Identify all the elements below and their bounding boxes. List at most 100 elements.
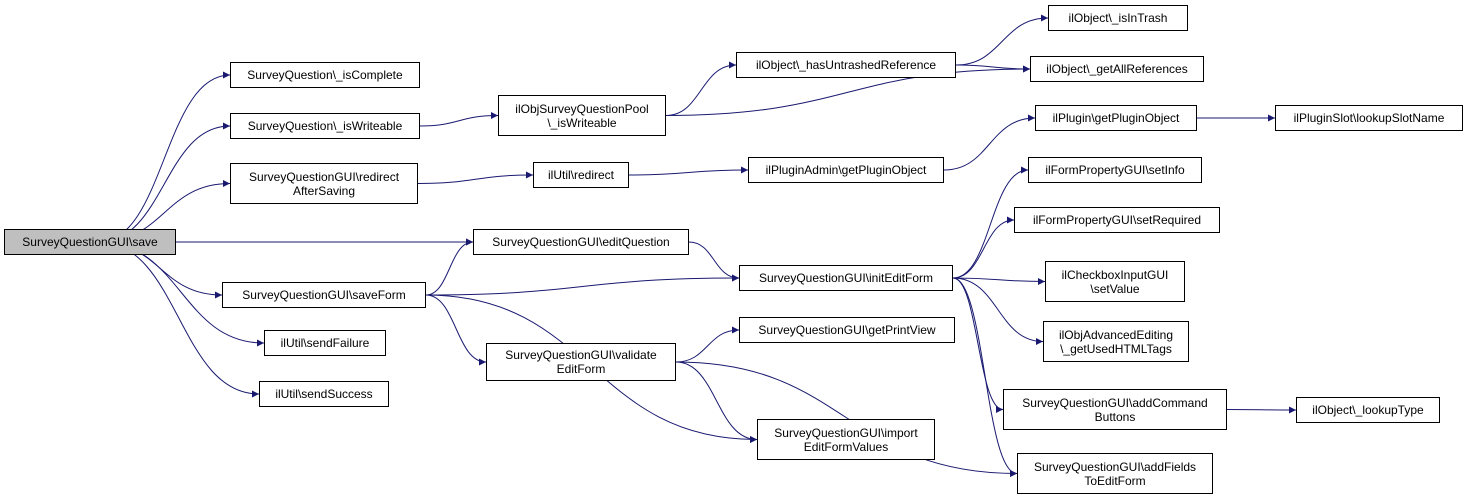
node-label-line: SurveyQuestionGUI\editQuestion <box>492 235 670 249</box>
node-label-line: AfterSaving <box>292 183 356 198</box>
node-label-line: EditFormValues <box>803 439 889 454</box>
node-label-line: ToEditForm <box>1084 473 1146 488</box>
node-label: SurveyQuestionGUI\saveForm <box>242 288 405 302</box>
node-label-line: ilObject\_isInTrash <box>1068 11 1168 25</box>
edge-initEditForm-to-usedHtmlTags <box>952 277 1044 345</box>
node-surveyquestiongui-saveform[interactable]: SurveyQuestionGUI\saveForm <box>222 282 426 308</box>
node-label-line: SurveyQuestion\_isComplete <box>247 68 403 82</box>
edge-saveForm-to-editQuestion <box>425 238 474 296</box>
edge-poolIsWriteable-to-hasUntrashed <box>665 61 737 116</box>
edge-poolIsWriteable-to-getAllRefs <box>665 65 1031 116</box>
node-label-line: SurveyQuestionGUI\import <box>774 425 918 440</box>
edge-redirectAfterSaving-to-redirect <box>417 171 534 184</box>
edge-save-to-isComplete <box>98 71 231 243</box>
node-label-line: ilUtil\sendSuccess <box>275 387 373 401</box>
node-label: SurveyQuestionGUI\getPrintView <box>758 323 935 337</box>
edge-redirect-to-pluginAdminGet <box>628 166 749 176</box>
edge-initEditForm-to-setInfo <box>952 166 1029 279</box>
edge-hasUntrashed-to-isInTrash <box>955 14 1049 66</box>
node-label-line: \_isWriteable <box>547 115 617 130</box>
node-label-line: EditForm <box>556 362 606 376</box>
edge-isWriteable-to-poolIsWriteable <box>419 112 499 127</box>
node-label-line: ilObjSurveyQuestionPool <box>515 101 649 116</box>
node-ilformpropertygui-setrequired[interactable]: ilFormPropertyGUI\setRequired <box>1014 207 1220 233</box>
node-label: ilObject\_hasUntrashedReference <box>756 58 936 72</box>
node-label: ilPlugin\getPluginObject <box>1053 111 1180 125</box>
edge-saveForm-to-initEditForm <box>425 274 740 296</box>
node-label-line: ilUtil\redirect <box>547 168 614 182</box>
node-label-line: ilObject\_lookupType <box>1312 403 1424 417</box>
node-ilobject-lookuptype[interactable]: ilObject\_lookupType <box>1296 397 1440 423</box>
node-label: SurveyQuestion\_isWriteable <box>248 119 403 133</box>
node-label: ilUtil\sendFailure <box>281 336 370 350</box>
edge-initEditForm-to-setRequired <box>952 216 1015 279</box>
edge-validateEditForm-to-addFields <box>675 361 1018 477</box>
node-label-line: \_getUsedHTMLTags <box>1060 341 1172 356</box>
node-ilpluginslot-lookupslotname[interactable]: ilPluginSlot\lookupSlotName <box>1275 105 1463 131</box>
node-ilobject-hasuntrashedreference[interactable]: ilObject\_hasUntrashedReference <box>736 52 956 78</box>
node-ilformpropertygui-setinfo[interactable]: ilFormPropertyGUI\setInfo <box>1028 157 1202 183</box>
edge-validateEditForm-to-importEditForm <box>675 361 758 443</box>
node-label: ilObject\_getAllReferences <box>1046 62 1187 76</box>
node-label-line: ilUtil\sendFailure <box>280 336 370 350</box>
node-label: SurveyQuestionGUI\editQuestion <box>492 235 669 249</box>
node-ilobjsurveyquestionpool-iswriteable[interactable]: ilObjSurveyQuestionPool\_isWriteable <box>498 95 666 136</box>
node-label: SurveyQuestionGUI\save <box>22 235 157 249</box>
node-surveyquestiongui-save[interactable]: SurveyQuestionGUI\save <box>4 229 176 255</box>
node-ilutil-sendsuccess[interactable]: ilUtil\sendSuccess <box>259 381 389 407</box>
edge-save-to-isWriteable <box>98 122 231 243</box>
node-ilplugin-getpluginobject[interactable]: ilPlugin\getPluginObject <box>1035 105 1197 131</box>
edge-initEditForm-to-addCommandButtons <box>952 277 1004 413</box>
node-surveyquestion-iscomplete[interactable]: SurveyQuestion\_isComplete <box>230 62 420 88</box>
node-label: ilObject\_isInTrash <box>1069 11 1168 25</box>
node-label-line: SurveyQuestionGUI\addCommand <box>1022 395 1208 410</box>
node-label-line: ilPluginAdmin\getPluginObject <box>765 163 927 177</box>
node-label-line: SurveyQuestionGUI\save <box>22 235 158 249</box>
node-ilpluginadmin-getpluginobject[interactable]: ilPluginAdmin\getPluginObject <box>748 157 944 183</box>
node-surveyquestion-iswriteable[interactable]: SurveyQuestion\_isWriteable <box>230 113 420 139</box>
node-surveyquestiongui-editquestion[interactable]: SurveyQuestionGUI\editQuestion <box>473 229 689 255</box>
node-label-line: Buttons <box>1094 409 1136 424</box>
node-label-line: ilObject\_getAllReferences <box>1046 62 1188 76</box>
node-label: SurveyQuestionGUI\initEditForm <box>759 271 933 285</box>
node-label-line: SurveyQuestionGUI\redirect <box>248 169 400 184</box>
node-label-line: ilPluginSlot\lookupSlotName <box>1293 111 1445 125</box>
edge-pluginAdminGet-to-pluginGet <box>943 114 1036 171</box>
node-ilutil-sendfailure[interactable]: ilUtil\sendFailure <box>264 330 386 356</box>
node-label: ilPluginAdmin\getPluginObject <box>766 163 927 177</box>
node-ilobject-getallreferences[interactable]: ilObject\_getAllReferences <box>1030 56 1204 82</box>
node-label-line: ilFormPropertyGUI\setRequired <box>1032 213 1202 227</box>
node-surveyquestiongui-getprintview[interactable]: SurveyQuestionGUI\getPrintView <box>739 317 955 343</box>
node-ilutil-redirect[interactable]: ilUtil\redirect <box>533 162 629 188</box>
node-label-line: SurveyQuestion\_isWriteable <box>247 119 403 133</box>
node-label: ilCheckboxInputGUI\setValue <box>1062 268 1169 296</box>
edge-initEditForm-to-checkboxSetValue <box>952 277 1046 285</box>
edge-addCommandButtons-to-lookupType <box>1226 406 1297 414</box>
node-label: ilFormPropertyGUI\setRequired <box>1033 213 1201 227</box>
edge-hasUntrashed-to-getAllRefs <box>955 64 1031 73</box>
edge-saveForm-to-validateEditForm <box>425 294 487 366</box>
node-ilcheckboxinputgui-setvalue[interactable]: ilCheckboxInputGUI\setValue <box>1045 261 1185 302</box>
node-label-line: SurveyQuestionGUI\initEditForm <box>758 271 934 285</box>
node-label-line: SurveyQuestionGUI\addFields <box>1033 459 1197 474</box>
node-label-line: ilPlugin\getPluginObject <box>1052 111 1180 125</box>
node-label: SurveyQuestion\_isComplete <box>247 68 402 82</box>
node-surveyquestiongui-initeditform[interactable]: SurveyQuestionGUI\initEditForm <box>739 265 953 291</box>
node-ilobjadvancedediting-getusedhtmltags[interactable]: ilObjAdvancedEditing\_getUsedHTMLTags <box>1043 321 1189 362</box>
node-ilobject-isintrash[interactable]: ilObject\_isInTrash <box>1048 5 1188 31</box>
node-label: ilUtil\sendSuccess <box>275 387 372 401</box>
node-label: ilObjAdvancedEditing\_getUsedHTMLTags <box>1059 328 1173 356</box>
node-label-line: ilCheckboxInputGUI <box>1061 267 1169 282</box>
node-label: ilPluginSlot\lookupSlotName <box>1294 111 1445 125</box>
node-label: ilObject\_lookupType <box>1312 403 1423 417</box>
